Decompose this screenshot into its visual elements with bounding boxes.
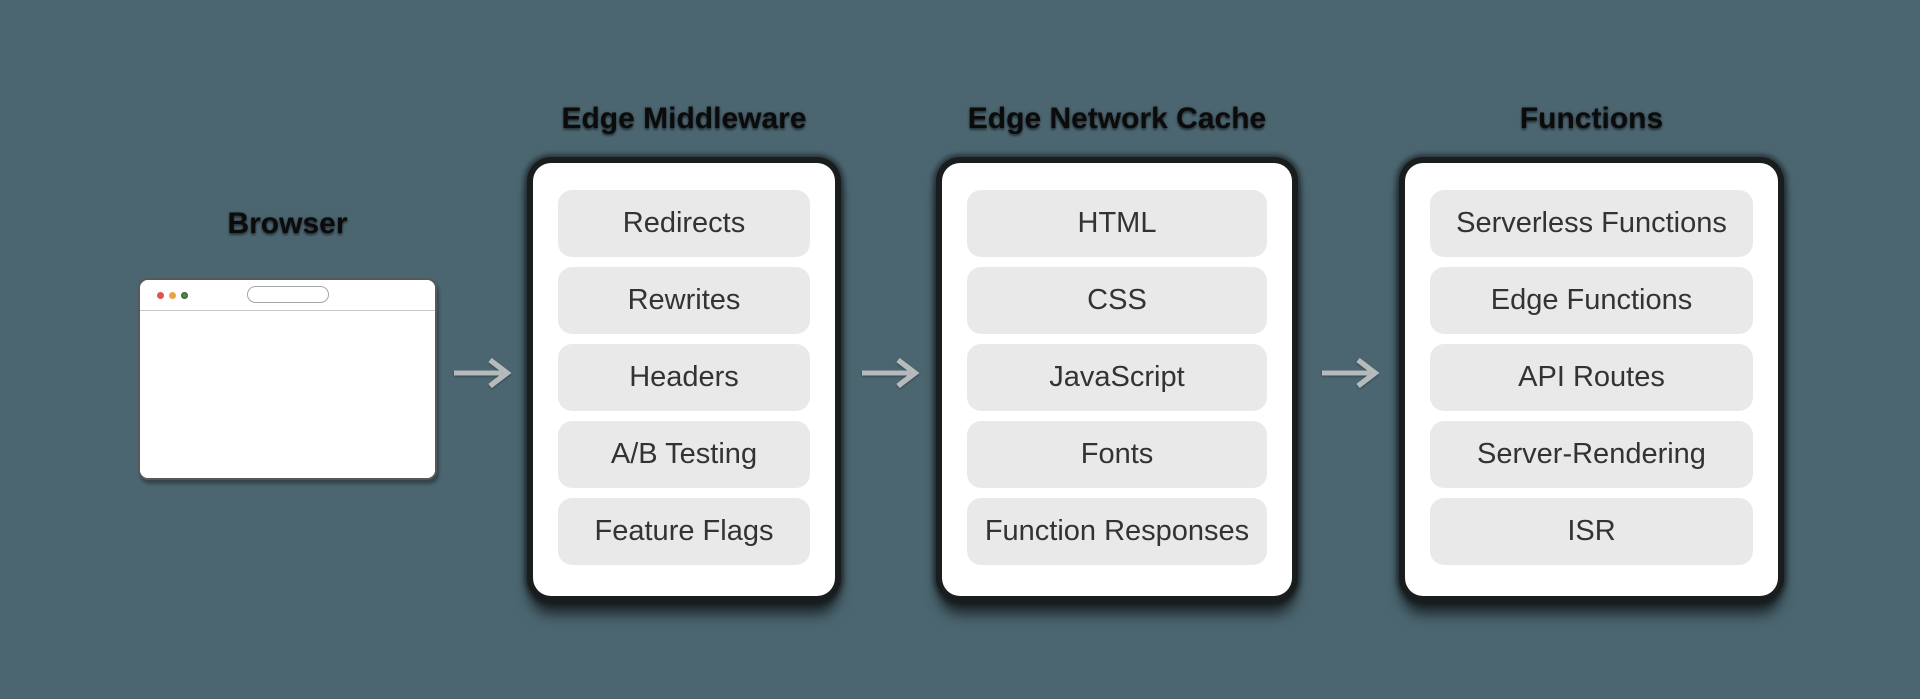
card-item: API Routes [1430,344,1753,411]
flow-arrow-icon [454,357,512,389]
browser-titlebar [140,280,435,311]
edge-network-cache-card: HTML CSS JavaScript Fonts Function Respo… [942,163,1292,596]
browser-viewport [140,311,435,478]
card-item: CSS [967,267,1267,334]
card-item: JavaScript [967,344,1267,411]
card-item: Fonts [967,421,1267,488]
card-item: Redirects [558,190,810,257]
edge-middleware-group: Edge Middleware Redirects Rewrites Heade… [533,100,835,596]
card-item: Rewrites [558,267,810,334]
column-title: Edge Middleware [561,102,807,135]
close-button-icon [157,291,164,299]
card-item: Serverless Functions [1430,190,1753,257]
browser-group: Browser [138,205,437,480]
flow-arrow-icon [862,357,920,389]
card-item: A/B Testing [558,421,810,488]
card-item: Feature Flags [558,498,810,565]
flow-arrow-icon [1322,357,1380,389]
card-item: Headers [558,344,810,411]
functions-card: Serverless Functions Edge Functions API … [1405,163,1778,596]
functions-group: Functions Serverless Functions Edge Func… [1405,100,1778,596]
card-item: Edge Functions [1430,267,1753,334]
card-item: HTML [967,190,1267,257]
card-item: Server-Rendering [1430,421,1753,488]
card-item: Function Responses [967,498,1267,565]
column-title: Functions [1519,102,1664,135]
browser-title: Browser [227,207,348,240]
edge-network-cache-group: Edge Network Cache HTML CSS JavaScript F… [942,100,1292,596]
minimize-button-icon [169,291,176,299]
maximize-button-icon [181,291,188,299]
card-item: ISR [1430,498,1753,565]
url-bar [246,286,329,303]
column-title: Edge Network Cache [967,102,1267,135]
edge-middleware-card: Redirects Rewrites Headers A/B Testing F… [533,163,835,596]
browser-window [138,278,437,480]
